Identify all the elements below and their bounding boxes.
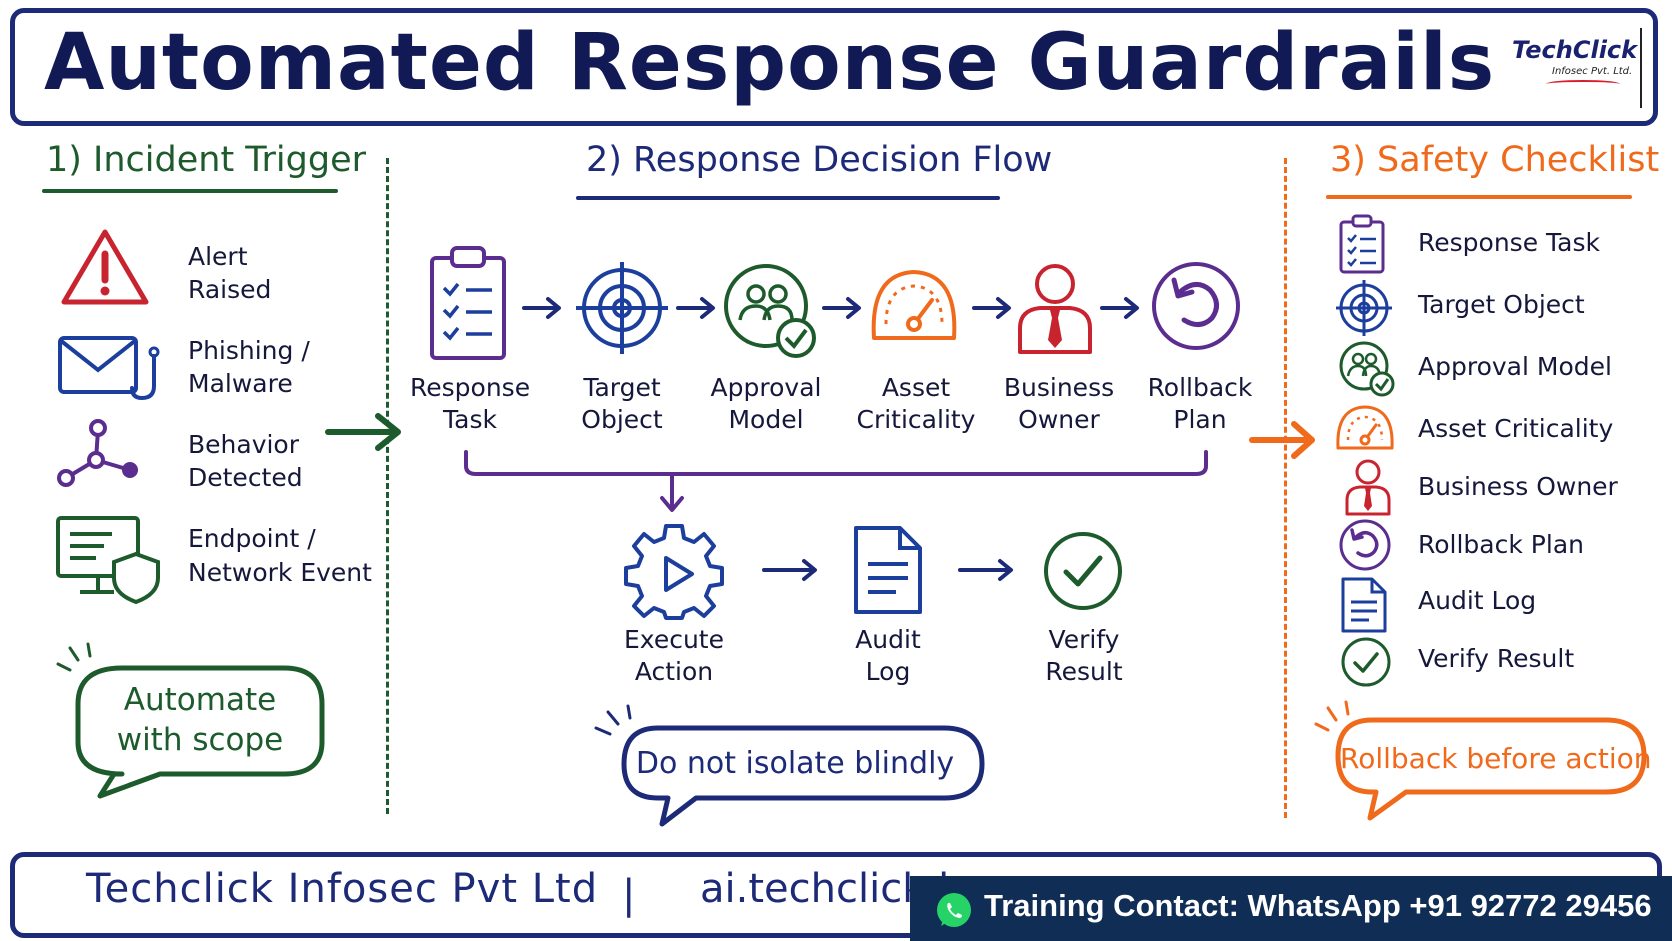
logo-swoosh <box>1546 80 1620 88</box>
checklist-item-target-object: Target Object <box>1418 290 1585 319</box>
alert-icon <box>61 229 149 305</box>
section3-underline <box>1326 195 1632 199</box>
trigger-endpoint-line2: Network Event <box>188 558 372 587</box>
footer-separator: | <box>622 872 636 918</box>
section1-heading: 1) Incident Trigger <box>46 140 367 180</box>
flow-target-icon <box>576 262 668 354</box>
arrow-to-checklist-icon <box>1249 421 1315 459</box>
isolate-speech-bubble <box>594 704 985 827</box>
lower-verify-line1: Verify <box>1048 625 1120 654</box>
checklist-item-asset-criticality: Asset Criticality <box>1418 414 1614 443</box>
verify-check-circle-icon <box>1044 532 1122 610</box>
section3-heading: 3) Safety Checklist <box>1330 140 1660 180</box>
lower-execute-line2: Action <box>634 657 714 686</box>
trigger-alert-line2: Raised <box>188 275 272 304</box>
checklist-item-rollback-plan: Rollback Plan <box>1418 530 1584 559</box>
logo-brand: TechClick <box>1512 36 1638 64</box>
check-target-icon <box>1336 280 1392 336</box>
whatsapp-icon <box>937 893 971 927</box>
checklist-item-business-owner: Business Owner <box>1418 472 1618 501</box>
trigger-endpoint-line1: Endpoint / <box>188 524 316 553</box>
flow-response-line1: Response <box>410 373 531 402</box>
trigger-phishing-line1: Phishing / <box>188 336 310 365</box>
behavior-graph-icon <box>57 419 138 487</box>
flow-response-line2: Task <box>443 405 497 434</box>
check-rollback-icon <box>1339 519 1391 571</box>
footer-url[interactable]: ai.techclick.i <box>700 866 950 912</box>
flow-arrow-icon <box>522 297 561 319</box>
check-document-icon <box>1341 577 1387 633</box>
checklist-item-response-task: Response Task <box>1418 228 1600 257</box>
flow-target-line1: Target <box>583 373 661 402</box>
phishing-mail-icon <box>58 336 160 401</box>
arrow-to-flow-icon <box>325 413 401 451</box>
banner-text: Training Contact: WhatsApp +91 92772 294… <box>984 888 1652 923</box>
flow-bracket-connector <box>464 450 1208 512</box>
check-verify-icon <box>1341 637 1391 687</box>
flow-arrow-icon <box>972 297 1011 319</box>
lower-audit-line2: Log <box>865 657 911 686</box>
checklist-item-verify-result: Verify Result <box>1418 644 1575 673</box>
flow-asset-line2: Criticality <box>856 405 976 434</box>
logo: TechClick Infosec Pvt. Ltd. <box>1500 28 1642 108</box>
flow-owner-line2: Owner <box>1018 405 1100 434</box>
checklist-item-approval-model: Approval Model <box>1418 352 1612 381</box>
trigger-alert-line1: Alert <box>188 242 248 271</box>
contact-banner[interactable]: Training Contact: WhatsApp +91 92772 294… <box>910 876 1672 941</box>
section2-heading: 2) Response Decision Flow <box>586 140 1053 180</box>
logo-sub: Infosec Pvt. Ltd. <box>1552 66 1633 77</box>
divider-right <box>1284 158 1287 818</box>
footer-company: Techclick Infosec Pvt Ltd <box>86 866 599 912</box>
check-owner-icon <box>1345 459 1391 516</box>
endpoint-shield-icon <box>56 516 160 605</box>
flow-rollback-line2: Plan <box>1173 405 1227 434</box>
flow-clipboard-icon <box>430 246 506 360</box>
flow-approval-line2: Model <box>728 405 804 434</box>
lower-arrow-icon <box>762 559 817 581</box>
lower-audit-line1: Audit <box>855 625 921 654</box>
bubble1-line2: with scope <box>116 722 284 758</box>
bubble2-text: Do not isolate blindly <box>635 746 955 781</box>
check-approval-users-icon <box>1339 341 1395 397</box>
automate-speech-bubble <box>56 642 325 799</box>
flow-asset-line1: Asset <box>881 373 951 402</box>
flow-arrow-icon <box>676 297 715 319</box>
trigger-behavior-line1: Behavior <box>188 430 300 459</box>
page-title: Automated Response Guardrails <box>44 18 1496 108</box>
check-clipboard-icon <box>1339 214 1385 274</box>
title-frame <box>10 8 1658 126</box>
bubble1-line1: Automate <box>123 682 277 718</box>
flow-gauge-icon <box>871 270 957 340</box>
section2-underline <box>576 196 1000 200</box>
flow-approval-users-icon <box>724 264 816 358</box>
flow-target-line2: Object <box>581 405 663 434</box>
lower-execute-line1: Execute <box>624 625 724 654</box>
bubble3-text: Rollback before action <box>1340 742 1652 775</box>
flow-owner-icon <box>1018 264 1092 354</box>
checklist-item-audit-log: Audit Log <box>1418 586 1537 615</box>
flow-arrow-icon <box>1100 297 1139 319</box>
flow-owner-line1: Business <box>1003 373 1115 402</box>
audit-document-icon <box>854 526 922 614</box>
trigger-phishing-line2: Malware <box>188 369 293 398</box>
trigger-behavior-line2: Detected <box>188 463 303 492</box>
flow-rollback-line1: Rollback <box>1147 373 1253 402</box>
execute-gear-play-icon <box>624 524 724 620</box>
flow-arrow-icon <box>822 297 861 319</box>
flow-approval-line1: Approval <box>710 373 822 402</box>
check-gauge-icon <box>1336 405 1394 450</box>
rollback-speech-bubble <box>1314 700 1647 821</box>
lower-verify-line2: Result <box>1045 657 1123 686</box>
section1-underline <box>42 189 338 193</box>
flow-rollback-icon <box>1152 262 1240 350</box>
lower-arrow-icon <box>958 559 1013 581</box>
divider-left <box>386 158 389 814</box>
